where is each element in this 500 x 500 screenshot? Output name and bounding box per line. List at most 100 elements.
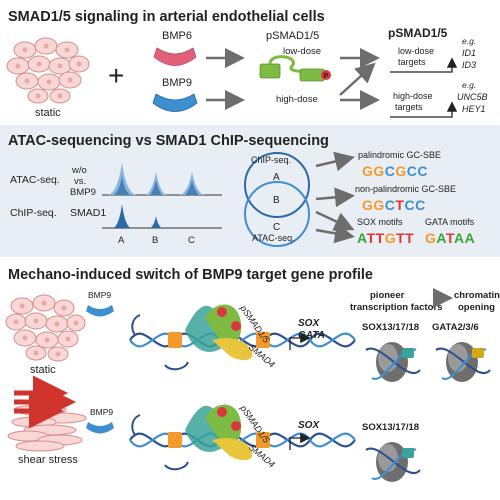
venn-c-label: C (273, 222, 280, 233)
low-targets-gene-arrow (390, 57, 458, 73)
dna-complex-static (129, 304, 356, 371)
atac-label: ATAC-seq. (10, 174, 60, 186)
bmp6-ligand-icon (153, 47, 197, 66)
sox-label-p3-top: SOX (298, 318, 320, 329)
high-gene-1: UNC5B (457, 92, 488, 102)
bmp9-ligand-icon (152, 93, 198, 112)
phospho-static-2 (231, 321, 241, 331)
wo-label: w/o (71, 165, 87, 176)
panel-2-background (0, 125, 500, 257)
arrow-to-nonpalindromic (315, 187, 355, 208)
bmp6-label: BMP6 (162, 30, 192, 42)
bmp9-label-p3-top: BMP9 (88, 290, 111, 300)
panel-2-title: ATAC-sequencing vs SMAD1 ChIP-sequencing (8, 133, 329, 149)
low-gene-1: ID1 (462, 48, 476, 58)
low-gene-2: ID3 (462, 60, 476, 70)
psmad15-static (205, 304, 242, 348)
chromatin-line2: opening (458, 302, 495, 313)
bmp9-ligand-p3-bottom-icon (86, 422, 114, 434)
sbe-site-static-2 (256, 332, 270, 348)
sox-factor-label-bottom: SOX13/17/18 (362, 422, 419, 433)
chip-peak-b (150, 216, 162, 228)
psmad-targets-label: pSMAD1/5 (388, 26, 448, 40)
palindromic-sequence: GGCGCC (362, 163, 428, 179)
gata-motif-sequence: GATAA (425, 230, 475, 246)
high-gene-2: HEY1 (462, 104, 486, 114)
high-targets-gene-arrow (390, 101, 458, 118)
psmad15-shear (205, 404, 242, 448)
atac-track (102, 162, 222, 196)
atac-peak-a-inner (114, 175, 130, 195)
sbe-site-static-1 (168, 332, 182, 348)
phospho-shear-1 (217, 407, 227, 417)
gata-factor-label: GATA2/3/6 (432, 322, 479, 333)
bmp9-label-p2: BMP9 (70, 187, 96, 198)
panel-1-title: SMAD1/5 signaling in arterial endothelia… (8, 9, 325, 25)
phospho-shear-2 (231, 421, 241, 431)
sox-factor-label-top: SOX13/17/18 (362, 322, 419, 333)
panel-2: ATAC-sequencing vs SMAD1 ChIP-sequencing… (0, 125, 500, 257)
panel-3-title: Mechano-induced switch of BMP9 target ge… (8, 267, 373, 283)
low-targets-line1: low-dose (398, 46, 434, 56)
static-cell-cluster (6, 37, 90, 104)
gene-arrow-static (289, 332, 311, 350)
psmad-protein-icon: P (259, 55, 331, 82)
bmp9-ligand-p3-top-icon (86, 305, 114, 317)
gene-arrow-shear (289, 432, 311, 450)
psmad-label: pSMAD1/5 (266, 30, 319, 42)
nucleosome-sox-bottom (365, 442, 421, 482)
nonpalindromic-label: non-palindromic GC-SBE (355, 184, 456, 194)
panel-1: SMAD1/5 signaling in arterial endothelia… (6, 9, 488, 119)
sbe-site-shear-1 (168, 432, 182, 448)
arrow-to-palindromic (315, 151, 355, 172)
arrow-diag-to-low-targets (339, 62, 376, 96)
shear-stress-arrows (14, 375, 76, 429)
pioneer-line2: transcription factors (350, 302, 442, 313)
high-eg: e.g. (462, 80, 476, 90)
high-targets-line2: targets (395, 102, 423, 112)
gata-motif-label: GATA motifs (425, 217, 475, 227)
chip-peak-a (113, 204, 131, 228)
panel-3: Mechano-induced switch of BMP9 target ge… (5, 267, 500, 482)
chromatin-line1: chromatin (454, 290, 500, 301)
smad1-label: SMAD1 (70, 207, 106, 219)
peak-a-label: A (118, 235, 125, 246)
high-dose-label: high-dose (276, 94, 318, 105)
low-dose-label: low-dose (283, 46, 321, 57)
chip-track (102, 204, 222, 229)
nucleosome-gata (435, 342, 491, 382)
chip-label: ChIP-seq. (10, 207, 57, 219)
static-label: static (35, 107, 61, 119)
sox-motif-sequence: ATTGTT (357, 230, 414, 246)
peak-b-label: B (152, 235, 158, 246)
bmp9-label-p1: BMP9 (162, 77, 192, 89)
venn-b-label: B (273, 195, 280, 206)
venn-bottom-label: ATAC-seq. (252, 233, 295, 243)
venn-atac-circle (244, 181, 310, 247)
nonpalindromic-sequence: GGCTCC (362, 197, 426, 213)
atac-peak-b-inner (150, 180, 162, 195)
venn-chip-circle (244, 152, 310, 218)
sox-label-p3-bottom: SOX (298, 420, 320, 431)
sox-motif-label: SOX motifs (357, 217, 403, 227)
gata-label-p3-top: GATA (298, 330, 325, 341)
peak-c-label: C (188, 235, 195, 246)
vs-label: vs. (74, 176, 86, 187)
nucleosome-sox-top (365, 342, 421, 382)
high-targets-line1: high-dose (393, 91, 433, 101)
sbe-site-shear-2 (256, 432, 270, 448)
shear-stress-label: shear stress (18, 454, 78, 466)
venn-diagram: ChIP-seq. ATAC-seq. A B C (244, 152, 310, 247)
dna-complex-shear (129, 404, 356, 471)
phospho-badge: P (324, 73, 329, 80)
venn-a-label: A (273, 172, 280, 183)
static-label-p3: static (30, 364, 56, 376)
venn-top-label: ChIP-seq. (251, 155, 291, 165)
arrow-to-gata-motif (315, 223, 355, 244)
static-cells-p3-nuclei (13, 300, 79, 357)
atac-peak-c-inner (185, 180, 199, 195)
plus-sign: + (108, 60, 124, 91)
palindromic-label: palindromic GC-SBE (358, 150, 441, 160)
